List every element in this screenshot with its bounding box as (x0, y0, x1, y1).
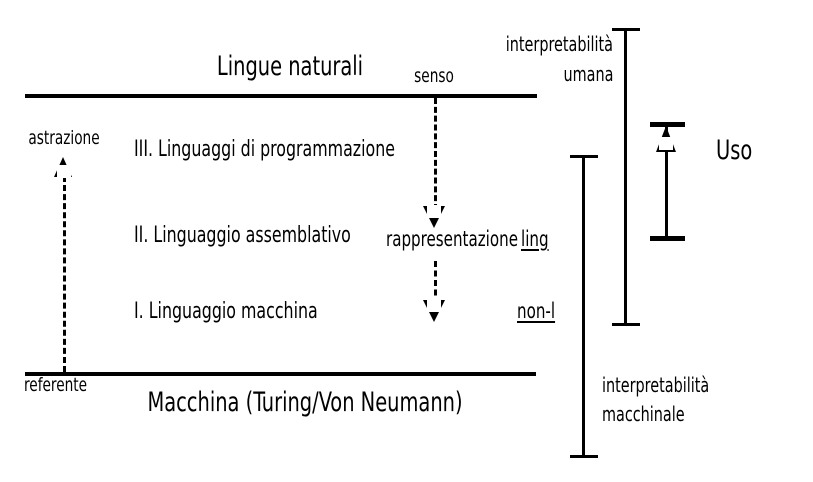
top-title-lingue-naturali: Lingue naturali (216, 51, 364, 82)
axis-center-label-rappresentazione: rappresentazione (385, 227, 519, 251)
use-arrow-head-notch (659, 137, 673, 150)
bracket-machine-cap-top (570, 155, 598, 158)
representation-axis-dashed-shaft-lower (434, 261, 437, 305)
use-arrow-cap-bottom (650, 236, 685, 241)
bottom-boundary-line (25, 372, 536, 376)
top-boundary-line (25, 94, 537, 98)
representation-axis-dashed-shaft-upper (434, 98, 437, 210)
bracket-human-label-line2: umana (563, 62, 613, 86)
axis-left-label-astrazione: astrazione (28, 127, 100, 149)
axis-left-label-referente: referente (24, 374, 88, 396)
bracket-human-cap-top (612, 28, 640, 31)
abstraction-axis-arrowhead-notch (57, 165, 71, 178)
bracket-machine-label-line1: interpretabilità (602, 373, 710, 397)
level-item-ii: II. Linguaggio assemblativo (134, 223, 351, 248)
tag-non-l: non-l (517, 299, 556, 323)
level-item-i: I. Linguaggio macchina (134, 299, 318, 324)
use-arrow-shaft (665, 126, 668, 239)
use-arrow-cap-top (650, 122, 685, 127)
representation-axis-arrowhead-notch-lower (427, 299, 441, 312)
level-item-iii: III. Linguaggi di programmazione (134, 137, 395, 162)
tag-ling: ling (521, 227, 549, 251)
use-arrow-label: Uso (716, 135, 753, 166)
abstraction-axis-dashed-shaft (63, 176, 66, 372)
bracket-human-label-line1: interpretabilità (505, 32, 613, 56)
bracket-machine-spine (582, 155, 585, 458)
representation-axis-arrowhead-notch-upper (427, 205, 441, 218)
bottom-title-macchina: Macchina (Turing/Von Neumann) (147, 387, 463, 418)
bracket-human-spine (624, 28, 627, 326)
bracket-machine-label-line2: macchinale (602, 402, 685, 426)
bracket-human-cap-bottom (612, 323, 640, 326)
axis-center-label-senso: senso (414, 65, 454, 87)
bracket-machine-cap-bottom (570, 455, 598, 458)
